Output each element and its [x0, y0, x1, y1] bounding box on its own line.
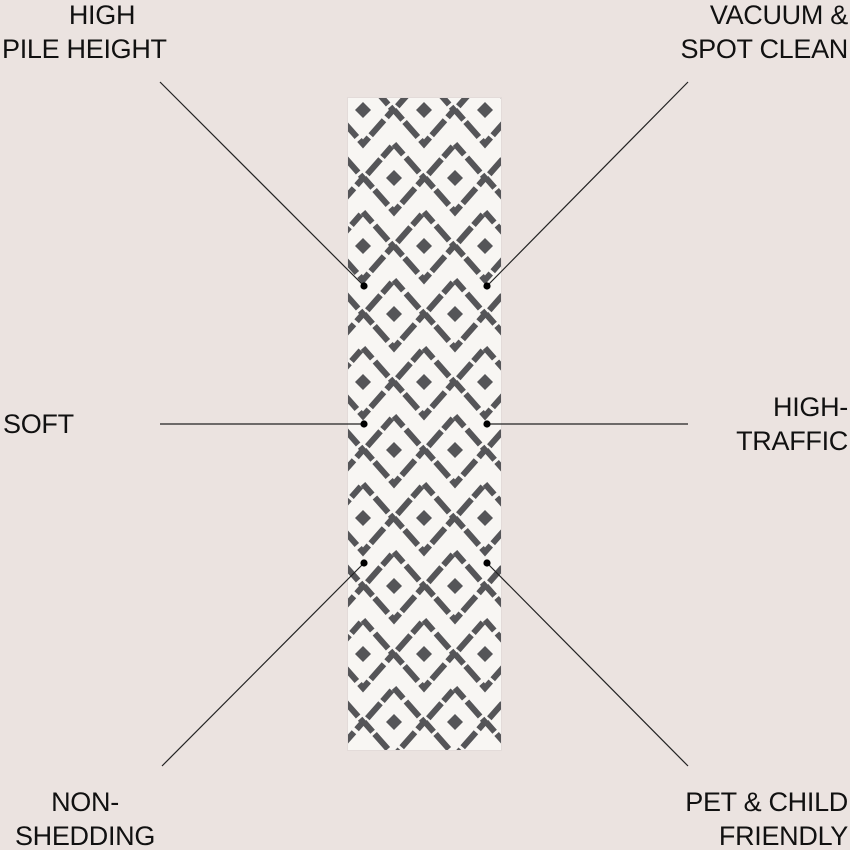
rug-diamond-dot — [416, 510, 432, 526]
feature-label-line: SHEDDING — [14, 821, 156, 850]
rug-diamond-outline — [420, 411, 490, 489]
rug-diamond-dot — [416, 102, 432, 118]
rug-diamond-dot — [416, 238, 432, 254]
rug-diamond-outline — [359, 275, 429, 353]
runner-rug-image — [348, 98, 501, 750]
leader-line-high-pile-height — [159, 81, 365, 287]
feature-label-line: HIGH — [68, 0, 136, 30]
feature-label-line: PET & CHILD — [685, 787, 848, 817]
rug-diamond-dot — [386, 170, 402, 186]
rug-diamond-dot — [447, 170, 463, 186]
feature-label-line: HIGH- — [773, 392, 848, 422]
rug-diamond-dot — [355, 510, 371, 526]
rug-diamond-outline — [348, 98, 398, 149]
feature-label-line: PILE HEIGHT — [2, 34, 167, 64]
rug-diamond-dot — [355, 646, 371, 662]
rug-diamond-dot — [386, 578, 402, 594]
leader-line-pet-child-friendly — [486, 562, 689, 767]
rug-diamond-dot — [447, 306, 463, 322]
rug-diamond-dot — [386, 306, 402, 322]
rug-diamond-dot — [477, 102, 493, 118]
rug-diamond-outline — [450, 343, 501, 421]
rug-diamond-dot — [477, 510, 493, 526]
rug-diamond-dot — [477, 646, 493, 662]
feature-label-line: NON- — [51, 787, 119, 817]
rug-diamond-outline — [348, 292, 368, 336]
feature-label-line: SOFT — [3, 409, 74, 439]
rug-diamond-outline — [420, 547, 490, 625]
rug-diamond-dot — [447, 714, 463, 730]
rug-diamond-dot — [386, 714, 402, 730]
rug-diamond-outline — [481, 564, 501, 608]
rug-diamond-dot — [355, 102, 371, 118]
rug-diamond-dot — [447, 578, 463, 594]
rug-diamond-dot — [477, 374, 493, 390]
rug-diamond-outline — [450, 207, 501, 285]
rug-diamond-outline — [389, 207, 459, 285]
rug-diamond-dot — [416, 646, 432, 662]
feature-label-line: TRAFFIC — [736, 426, 848, 456]
rug-diamond-outline — [481, 292, 501, 336]
rug-diamond-outline — [420, 139, 490, 217]
leader-line-non-shedding — [161, 562, 365, 767]
rug-diamond-outline — [359, 139, 429, 217]
rug-diamond-dot — [477, 238, 493, 254]
rug-diamond-outline — [389, 343, 459, 421]
feature-label-line: VACUUM & — [709, 0, 848, 30]
feature-label-non-shedding: NON- SHEDDING — [0, 785, 170, 850]
rug-diamond-outline — [450, 615, 501, 693]
feature-label-pet-child-friendly: PET & CHILD FRIENDLY — [648, 785, 848, 850]
rug-diamond-outline — [359, 411, 429, 489]
feature-label-soft: SOFT — [3, 407, 74, 441]
rug-diamond-dot — [355, 374, 371, 390]
rug-diamond-outline — [481, 700, 501, 744]
rug-diamond-outline — [389, 615, 459, 693]
rug-diamond-outline — [450, 98, 501, 149]
rug-diamond-outline — [348, 343, 398, 421]
rug-diamond-dot — [447, 442, 463, 458]
rug-diamond-outline — [389, 479, 459, 557]
feature-label-line: FRIENDLY — [718, 821, 848, 850]
rug-diamond-outline — [420, 683, 490, 750]
rug-diamond-outline — [450, 479, 501, 557]
rug-diamond-outline — [481, 156, 501, 200]
rug-diamond-outline — [389, 98, 459, 149]
feature-label-high-traffic: HIGH- TRAFFIC — [736, 390, 848, 458]
rug-pattern — [348, 98, 501, 750]
rug-diamond-outline — [359, 547, 429, 625]
rug-diamond-outline — [481, 428, 501, 472]
rug-diamond-outline — [359, 683, 429, 750]
rug-diamond-dot — [416, 374, 432, 390]
rug-diamond-dot — [355, 238, 371, 254]
rug-diamond-outline — [348, 428, 368, 472]
feature-label-vacuum-spot-clean: VACUUM & SPOT CLEAN — [648, 0, 848, 66]
leader-line-vacuum-spot-clean — [486, 81, 689, 287]
rug-diamond-outline — [348, 479, 398, 557]
rug-diamond-dot — [386, 442, 402, 458]
feature-label-line: SPOT CLEAN — [680, 34, 848, 64]
rug-diamond-outline — [420, 275, 490, 353]
feature-label-high-pile-height: HIGH PILE HEIGHT — [2, 0, 202, 66]
rug-diamond-outline — [348, 700, 368, 744]
